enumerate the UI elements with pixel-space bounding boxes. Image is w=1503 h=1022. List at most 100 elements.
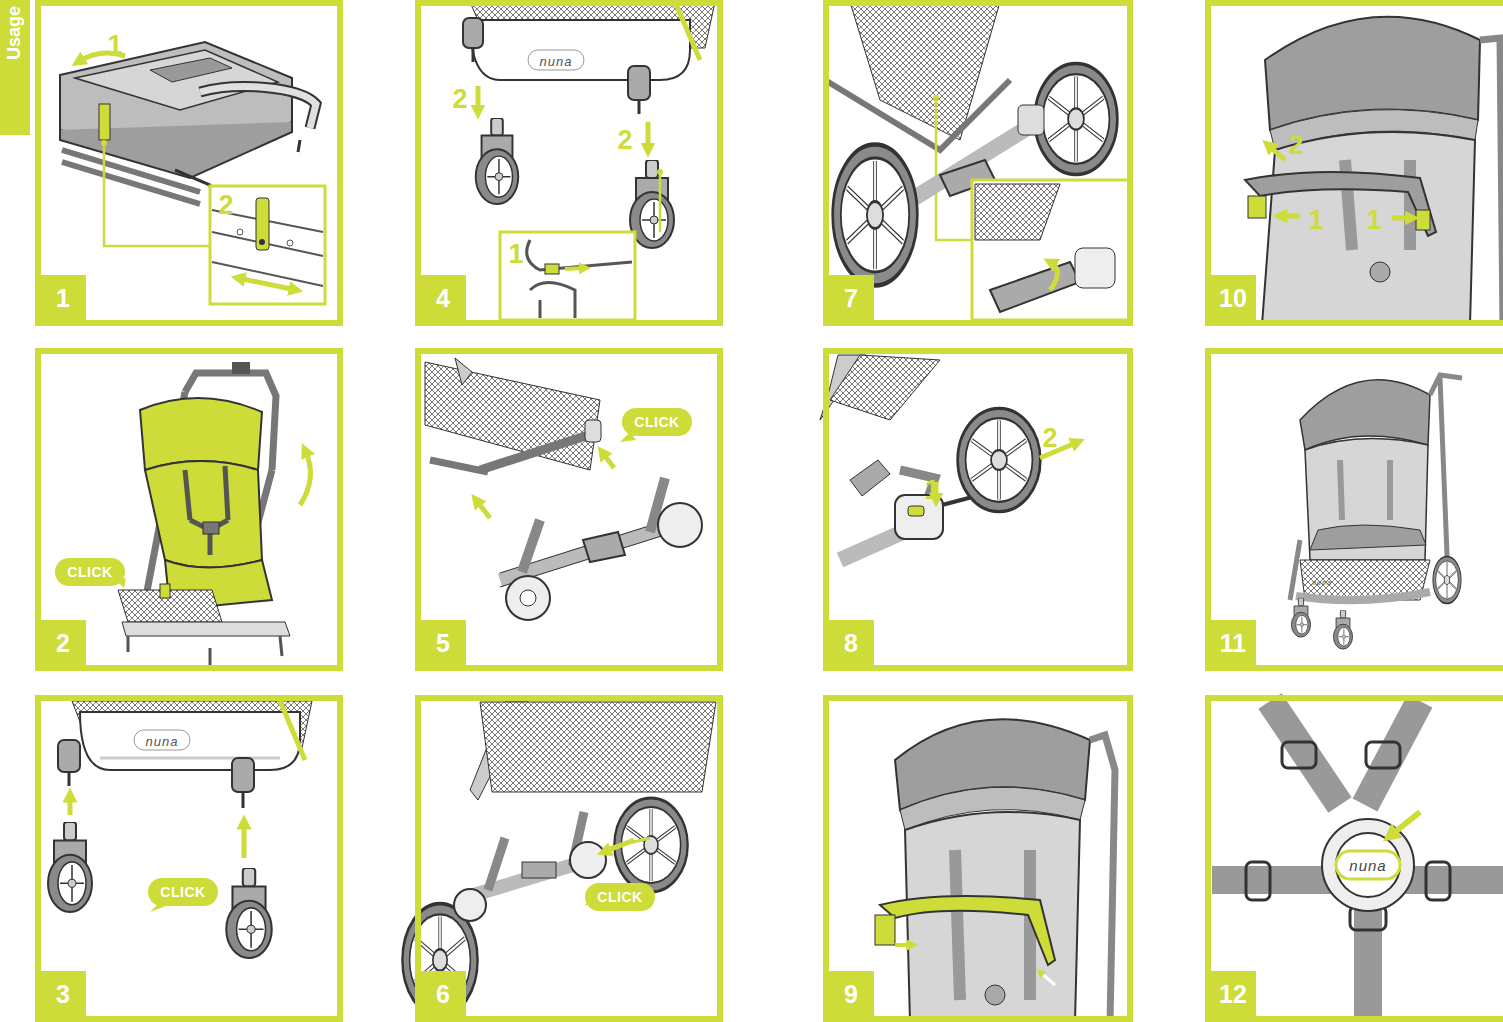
front-wheel-attach-part	[68, 795, 73, 815]
step-panel: 6 CLICK	[415, 695, 723, 1022]
unfolded-stroller	[116, 362, 310, 665]
folded-stroller-part	[175, 170, 212, 200]
front-wheel-remove-part	[476, 118, 519, 204]
bumper-bar-attach-part	[955, 850, 1030, 1000]
click-text: CLICK	[622, 408, 692, 436]
step-number: 2	[40, 620, 86, 666]
rear-axle-attach-part	[455, 358, 472, 385]
bumper-bar-remove-part	[1480, 38, 1503, 325]
front-wheel-remove-part	[470, 20, 690, 80]
folded-stroller-part	[200, 87, 316, 128]
harness-buckle-part	[1322, 819, 1414, 911]
rear-wheel-attach-part	[522, 862, 556, 878]
stroller-assembled-part	[1440, 378, 1448, 580]
bumper-bar-attach-part	[1040, 972, 1055, 985]
harness-buckle-part	[1366, 742, 1400, 768]
front-wheel-remove-part	[528, 50, 584, 70]
step-number: 7	[828, 275, 874, 321]
rear-axle-attach-part	[430, 460, 488, 472]
step-number: 1	[40, 275, 86, 321]
front-wheel-remove	[463, 2, 715, 320]
step-number: 8	[828, 620, 874, 666]
callout-number: 1	[107, 30, 122, 61]
brake-pedal-part	[990, 262, 1080, 312]
harness-buckle-part	[1270, 701, 1420, 805]
bumper-bar-remove-part	[1245, 172, 1436, 236]
step-panel: 9	[823, 695, 1133, 1022]
section-title: Usage	[4, 6, 25, 60]
folded-stroller	[60, 42, 325, 304]
front-wheel-attach-part	[226, 868, 271, 958]
harness-buckle-part	[1336, 833, 1400, 897]
rear-wheel-attach-part	[480, 702, 716, 792]
callout-number: 2	[218, 190, 233, 221]
unfolded-stroller-part	[300, 450, 310, 505]
rear-axle-attach	[425, 358, 702, 620]
callout-number: 2	[1288, 130, 1303, 161]
front-wheel-attach	[48, 701, 312, 958]
step-panel: 10	[1205, 0, 1503, 326]
folded-stroller-part	[210, 186, 325, 304]
front-wheel-remove-part	[463, 18, 483, 48]
step-panel: 8	[823, 348, 1133, 671]
click-bubble: CLICK	[585, 883, 655, 911]
harness-buckle-part	[1282, 742, 1316, 768]
brake-pedal-part	[1035, 64, 1118, 175]
stroller-assembled-part	[1430, 375, 1462, 395]
step-panel: 1	[35, 0, 343, 326]
step-number: 6	[420, 971, 466, 1017]
folded-stroller-part	[259, 239, 265, 245]
front-wheel-remove-part	[530, 283, 575, 319]
bumper-bar-remove-part	[1392, 216, 1412, 221]
bumper-bar-remove-part	[1268, 145, 1285, 160]
folded-stroller-part	[75, 50, 278, 110]
stroller-assembled-part	[1333, 610, 1352, 649]
bumper-bar-attach-part	[985, 985, 1005, 1005]
brake-pedal-part	[833, 145, 918, 286]
front-wheel-remove-part	[565, 268, 585, 269]
callout-number: 2	[617, 125, 632, 156]
brake-pedal-part	[1018, 105, 1044, 135]
bumper-bar-remove-part	[1370, 262, 1390, 282]
bumper-bar-attach-part	[905, 812, 1080, 1022]
stroller-assembled-part	[1290, 540, 1300, 600]
rear-axle-attach-part	[425, 362, 600, 470]
front-wheel-remove-part	[638, 100, 641, 114]
step-number: 11	[1210, 620, 1256, 666]
step-panel: 2 CLICK	[35, 348, 343, 671]
brand-logo: nuna	[1312, 579, 1332, 586]
step-number: 5	[420, 620, 466, 666]
step-number: 12	[1210, 971, 1256, 1017]
rear-wheel-remove-part	[908, 506, 924, 516]
unfolded-stroller-part	[160, 584, 170, 598]
step-panel: 7	[823, 0, 1133, 326]
front-wheel-attach-part	[100, 757, 280, 760]
front-wheel-attach-part	[58, 740, 80, 772]
folded-stroller-part	[200, 87, 316, 128]
front-wheel-remove-part	[628, 66, 650, 100]
bumper-bar-remove-part	[1280, 214, 1300, 219]
unfolded-stroller-part	[140, 398, 262, 470]
callout-number: 1	[508, 239, 523, 270]
front-wheel-remove-part	[500, 232, 635, 320]
rear-axle-attach-part	[583, 532, 625, 562]
stroller-assembled	[1290, 375, 1462, 649]
stroller-assembled-part	[1296, 592, 1430, 600]
rear-wheel-attach-part	[604, 840, 634, 852]
front-wheel-attach-part	[232, 758, 254, 792]
harness-buckle-part	[1354, 900, 1382, 1022]
click-text: CLICK	[585, 883, 655, 911]
front-wheel-attach-part	[242, 822, 247, 858]
unfolded-stroller-part	[203, 522, 219, 534]
rear-axle-attach-part	[480, 432, 598, 470]
rear-axle-attach-part	[658, 503, 702, 547]
bumper-bar-attach	[875, 719, 1115, 1022]
harness-buckle-part	[1426, 862, 1450, 900]
folded-stroller-part	[150, 58, 232, 82]
click-bubble: CLICK	[55, 558, 125, 586]
step-number: 9	[828, 971, 874, 1017]
step-panel: 4	[415, 0, 723, 326]
click-text: CLICK	[55, 558, 125, 586]
bumper-bar-remove-part	[1416, 210, 1430, 230]
unfolded-stroller-part	[122, 622, 290, 636]
